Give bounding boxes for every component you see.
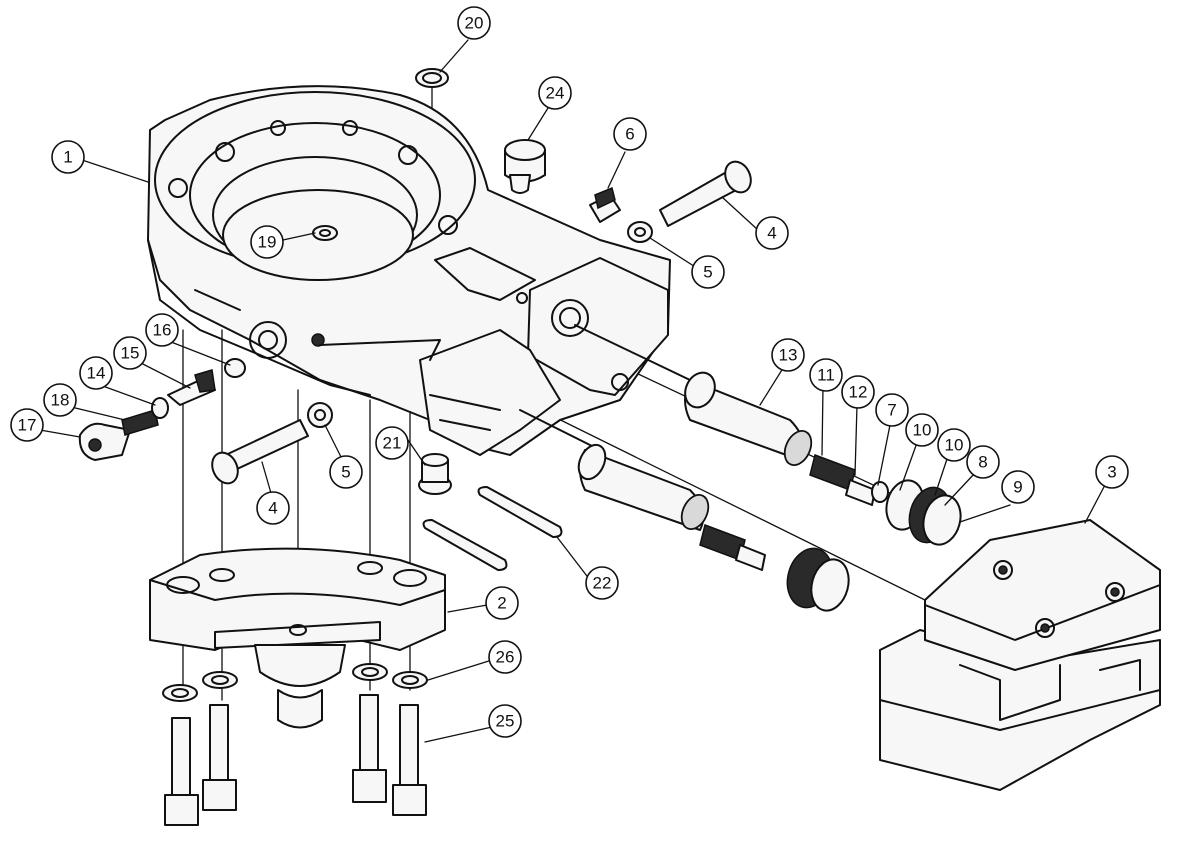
callout-13: 13 <box>771 338 805 372</box>
callout-17: 17 <box>10 408 44 442</box>
callout-label: 6 <box>625 125 634 144</box>
callout-label: 10 <box>913 421 932 440</box>
callout-label: 4 <box>268 499 277 518</box>
callout-label: 10 <box>945 436 964 455</box>
plug-21 <box>418 453 452 495</box>
callout-label: 22 <box>593 574 612 593</box>
bolt-upper-right <box>589 160 752 243</box>
callout-label: 17 <box>18 416 37 435</box>
callout-label: 1 <box>63 148 72 167</box>
callout-label: 5 <box>703 263 712 282</box>
callout-11: 11 <box>809 358 843 392</box>
callout-18: 18 <box>43 383 77 417</box>
callout-24: 24 <box>538 76 572 110</box>
oring-20 <box>415 68 449 88</box>
left-fasteners <box>78 358 246 461</box>
callout-7: 7 <box>875 393 909 427</box>
callout-label: 16 <box>153 321 172 340</box>
callout-label: 21 <box>383 434 402 453</box>
callout-label: 14 <box>87 364 106 383</box>
spring-stack-lower <box>699 524 850 612</box>
lower-cylinder <box>577 443 710 531</box>
callout-4-left: 4 <box>256 491 290 525</box>
callout-8: 8 <box>966 445 1000 479</box>
guide-rods <box>519 324 691 451</box>
callout-5-left: 5 <box>329 455 363 489</box>
slots-22 <box>422 486 563 571</box>
callout-label: 15 <box>121 344 140 363</box>
callout-label: 20 <box>465 14 484 33</box>
callout-4-right: 4 <box>755 216 789 250</box>
callout-6: 6 <box>613 117 647 151</box>
callout-label: 5 <box>341 463 350 482</box>
bottom-screws <box>162 663 428 826</box>
cap-plate <box>879 519 1161 791</box>
callout-25: 25 <box>488 704 522 738</box>
callout-10a: 10 <box>905 413 939 447</box>
spring-stack-upper <box>809 454 962 546</box>
main-housing <box>147 85 671 456</box>
bolt-left <box>211 402 333 485</box>
callout-26: 26 <box>488 640 522 674</box>
callout-label: 7 <box>887 401 896 420</box>
callout-label: 9 <box>1013 478 1022 497</box>
callout-label: 3 <box>1107 463 1116 482</box>
callout-label: 19 <box>258 233 277 252</box>
callout-label: 18 <box>51 391 70 410</box>
callout-label: 2 <box>497 594 506 613</box>
callout-label: 12 <box>849 383 868 402</box>
callout-1: 1 <box>51 140 85 174</box>
callout-label: 4 <box>767 224 776 243</box>
callout-label: 11 <box>817 366 835 385</box>
callout-22: 22 <box>585 566 619 600</box>
callout-14: 14 <box>79 356 113 390</box>
callout-label: 13 <box>779 346 798 365</box>
callout-12: 12 <box>841 375 875 409</box>
callout-label: 24 <box>546 84 565 103</box>
callout-10b: 10 <box>937 428 971 462</box>
callout-5-right: 5 <box>691 255 725 289</box>
callout-9: 9 <box>1001 470 1035 504</box>
callout-16: 16 <box>145 313 179 347</box>
callout-19: 19 <box>250 225 284 259</box>
callout-15: 15 <box>113 336 147 370</box>
callout-label: 8 <box>978 453 987 472</box>
callout-20: 20 <box>457 6 491 40</box>
callout-3: 3 <box>1095 455 1129 489</box>
lower-clamp <box>149 547 446 729</box>
callout-2: 2 <box>485 586 519 620</box>
plug-24 <box>504 139 546 194</box>
callout-21: 21 <box>375 426 409 460</box>
callout-label: 26 <box>496 648 515 667</box>
callout-label: 25 <box>496 712 515 731</box>
upper-cylinder <box>684 371 813 466</box>
